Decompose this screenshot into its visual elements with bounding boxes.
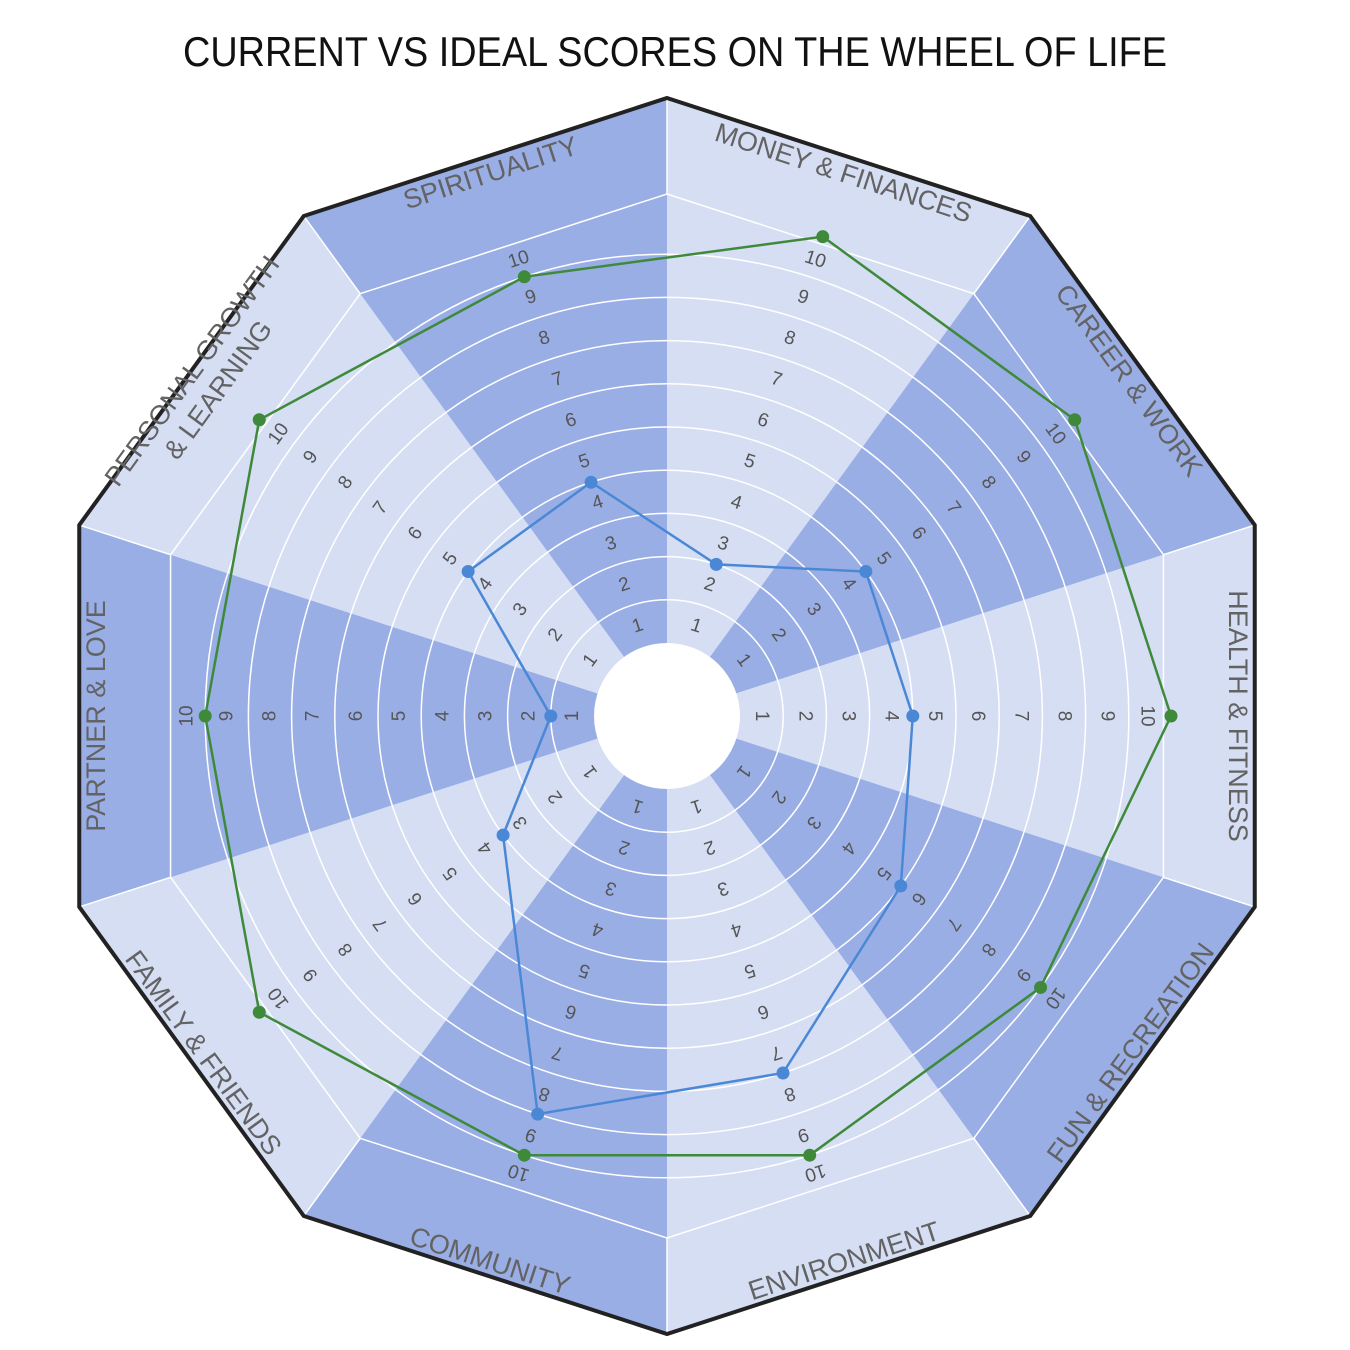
data-point-current [894, 879, 908, 893]
ring-number: 10 [1136, 705, 1157, 726]
data-point-ideal [517, 1148, 531, 1162]
radial-line [1163, 876, 1255, 908]
data-point-ideal [816, 230, 830, 244]
sector-0 [667, 98, 1031, 716]
ring-number: 7 [1010, 711, 1031, 722]
category-label: PARTNER & LOVE [81, 600, 111, 832]
ring-number: 3 [476, 711, 497, 722]
ring-number: 1 [562, 711, 583, 722]
sector-3 [667, 716, 1255, 1216]
ring-number: 7 [303, 711, 324, 722]
ring-number: 5 [924, 711, 945, 722]
sector-1 [667, 216, 1255, 716]
data-point-ideal [252, 1005, 266, 1019]
ring-number: 10 [177, 705, 198, 726]
ring-number: 8 [1054, 711, 1075, 722]
sector-2 [667, 525, 1255, 907]
data-point-current [531, 1107, 545, 1121]
data-point-ideal [198, 709, 212, 723]
ring-number: 9 [1097, 711, 1118, 722]
ring-number: 8 [260, 711, 281, 722]
data-point-ideal [1034, 980, 1048, 994]
ring-line [463, 512, 871, 920]
ring-line [506, 555, 828, 877]
ring-number: 4 [432, 710, 453, 721]
data-point-current [906, 709, 920, 723]
ring-number: 2 [519, 711, 540, 722]
outer-border [77, 95, 1257, 1337]
ring-number: 2 [794, 711, 815, 722]
radial-line [303, 215, 361, 295]
sector-4 [667, 716, 1031, 1334]
data-point-ideal [517, 270, 531, 284]
data-point-current [544, 709, 558, 723]
data-point-ideal [1164, 709, 1178, 723]
radial-line [1163, 524, 1255, 556]
ring-number: 6 [346, 711, 367, 722]
radial-line [973, 215, 1031, 295]
category-label-line: HEALTH & FITNESS [1223, 590, 1253, 842]
ring-number: 6 [967, 711, 988, 722]
ring-number: 9 [216, 711, 237, 722]
category-label-line: PARTNER & LOVE [81, 600, 111, 832]
data-point-ideal [1068, 413, 1082, 427]
category-label: HEALTH & FITNESS [1223, 590, 1253, 842]
ring-number: 5 [389, 711, 410, 722]
data-point-current [496, 828, 510, 842]
sector-9 [303, 98, 667, 716]
radial-line [303, 1137, 361, 1217]
radial-line [79, 524, 171, 556]
sector-8 [79, 216, 667, 716]
sector-7 [79, 525, 667, 907]
sector-5 [303, 716, 667, 1334]
ring-line [334, 383, 1000, 1049]
data-point-ideal [803, 1148, 817, 1162]
ring-number: 3 [838, 711, 859, 722]
data-point-current [859, 565, 873, 579]
ring-number: 4 [881, 711, 902, 722]
data-point-current [709, 557, 723, 571]
center-hole [594, 643, 740, 789]
data-point-current [461, 565, 475, 579]
ring-number: 1 [751, 711, 772, 722]
data-point-ideal [252, 413, 266, 427]
radial-line [973, 1137, 1031, 1217]
sector-6 [79, 716, 667, 1216]
chart-title: CURRENT VS IDEAL SCORES ON THE WHEEL OF … [183, 28, 1167, 75]
ring-line [247, 296, 1087, 1136]
ring-line [377, 426, 957, 1006]
data-point-current [776, 1066, 790, 1080]
data-point-current [584, 475, 598, 489]
radial-line [79, 876, 171, 908]
